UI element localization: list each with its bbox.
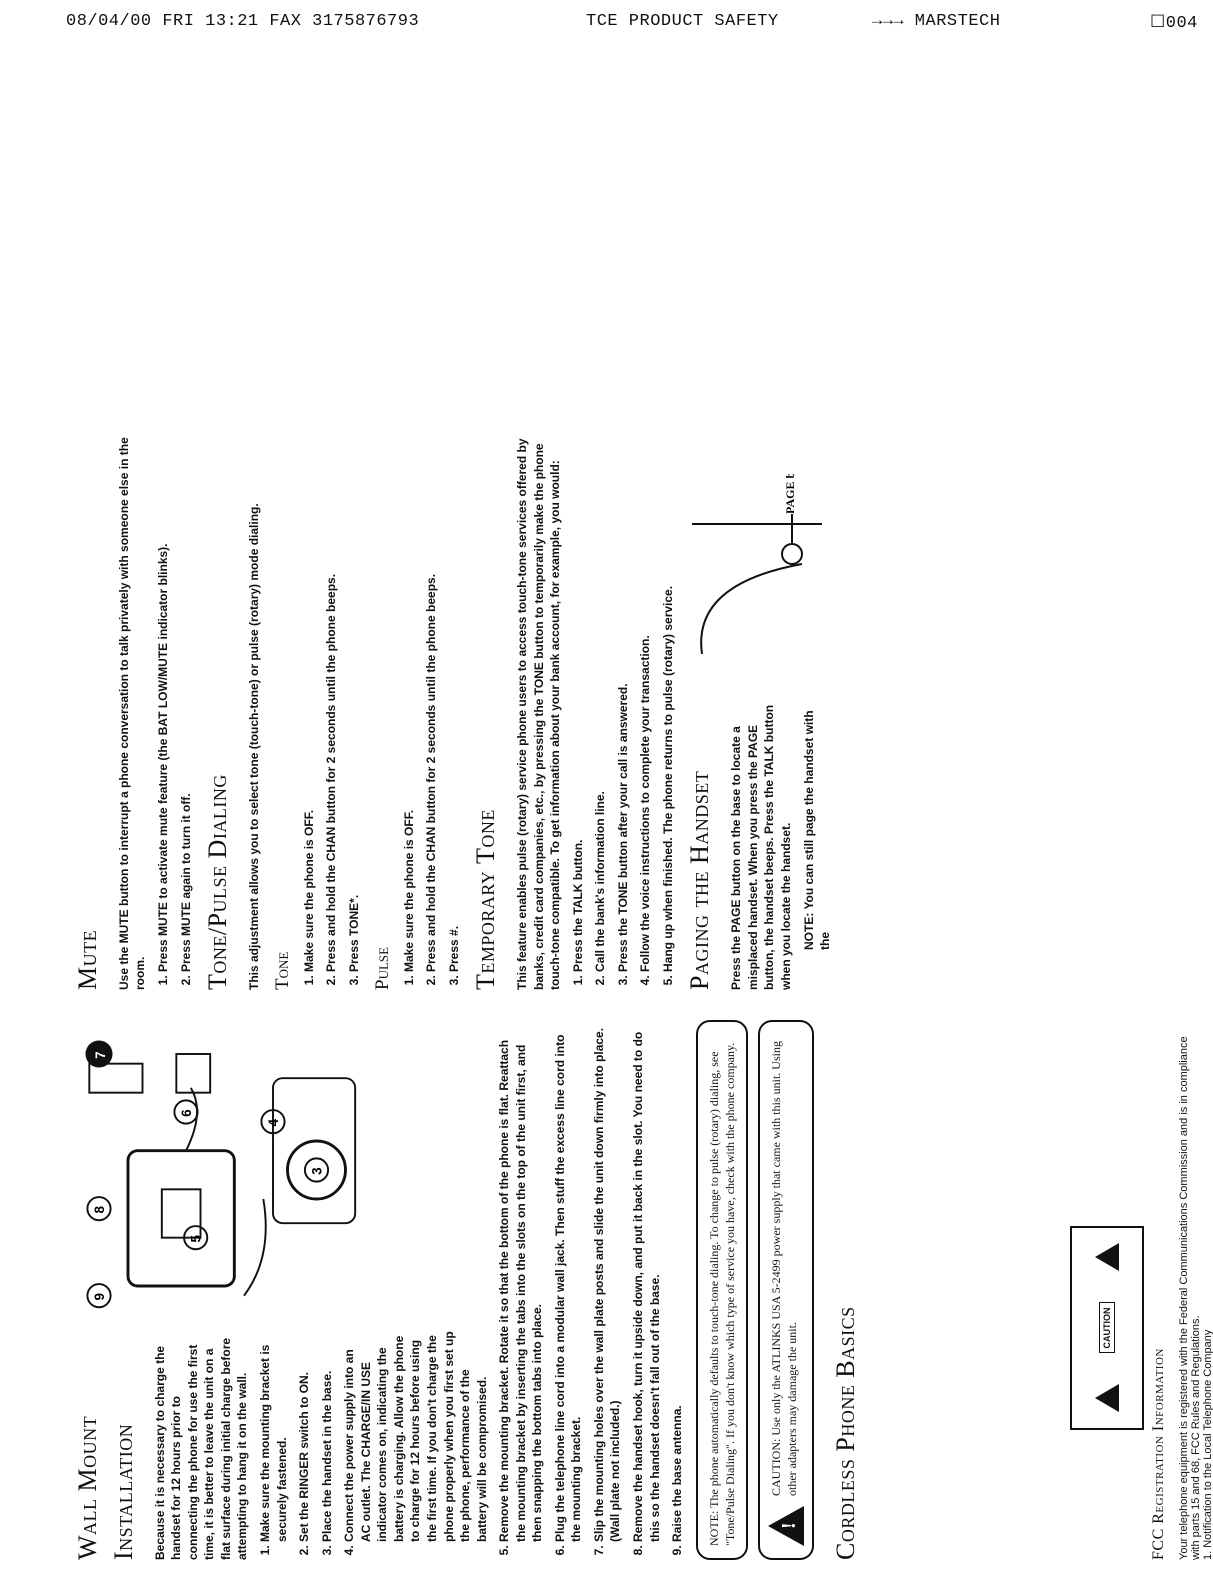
fax-page-number: ☐004 [1150,14,1198,33]
pulse-steps: Make sure the phone is OFF. Press and ho… [401,430,463,990]
page-button-illustration: PAGE button [692,474,823,655]
temporary-tone-steps: Press the TALK button. Call the bank's i… [570,430,677,990]
step-7: Slip the mounting holes over the wall pl… [591,1020,624,1542]
wall-mount-column: Wall Mount Installation Because it is ne… [70,1020,874,1560]
tone-steps: Make sure the phone is OFF. Press and ho… [301,430,363,990]
wall-mount-steps-b: Remove the mounting bracket. Rotate it s… [496,1020,685,1560]
mute-step-1: Press MUTE to activate mute feature (the… [155,430,172,972]
fax-destination: →→→ MARSTECH [872,12,1001,31]
features-column: Mute Use the MUTE button to interrupt a … [70,430,840,990]
callout-9: 9 [92,1293,107,1301]
fax-sender-line: 08/04/00 FRI 13:21 FAX 3175876793 [66,12,420,31]
mute-step-2: Press MUTE again to turn it off. [178,430,195,972]
rotated-manual-page: Wall Mount Installation Because it is ne… [70,360,1213,1560]
callout-5: 5 [189,1235,204,1243]
mute-steps: Press MUTE to activate mute feature (the… [155,430,194,990]
wall-mount-steps-a: Make sure the mounting bracket is secure… [257,1330,490,1560]
callout-7: 7 [93,1051,108,1059]
paging-intro: Press the PAGE button on the base to loc… [729,704,793,990]
temp-step-2: Call the bank's information line. [592,430,609,972]
temp-step-1: Press the TALK button. [570,430,587,972]
fcc-heading: FCC Registration Information [1150,1348,1167,1560]
tone-step-2: Press and hold the CHAN button for 2 sec… [323,430,340,972]
pulse-step-2: Press and hold the CHAN button for 2 sec… [423,430,440,972]
caution-label-image: CAUTION [1070,1226,1144,1430]
warning-triangle-icon: ! [767,1506,804,1546]
callout-4: 4 [266,1119,281,1127]
mute-heading: Mute [73,929,102,990]
step-5: Remove the mounting bracket. Rotate it s… [496,1020,546,1542]
tone-pulse-intro: This adjustment allows you to select ton… [246,503,261,990]
pulse-step-1: Make sure the phone is OFF. [401,430,418,972]
fax-recipient: TCE PRODUCT SAFETY [586,12,779,31]
step-9: Raise the base antenna. [669,1020,686,1542]
step-1: Make sure the mounting bracket is secure… [257,1330,290,1542]
power-supply-caution: ! CAUTION: Use only the ATLINKS USA 5-24… [757,1020,814,1560]
tone-step-1: Make sure the phone is OFF. [301,430,318,972]
step-6: Plug the telephone line cord into a modu… [552,1020,585,1542]
fax-header: 08/04/00 FRI 13:21 FAX 3175876793 TCE PR… [0,0,1213,48]
step-3: Place the handset in the base. [319,1330,336,1542]
caution-label-title: CAUTION [1099,1302,1115,1354]
label-warning-icon-right [1095,1243,1119,1272]
tone-default-note: NOTE: The phone automatically defaults t… [695,1020,748,1560]
temp-step-3: Press the TONE button after your call is… [615,430,632,972]
cordless-basics-heading: Cordless Phone Basics [830,1306,860,1560]
tone-subheading: Tone [272,951,294,990]
callout-3: 3 [309,1167,324,1175]
fcc-item-1: 1. Notification to the Local Telephone C… [1202,1329,1213,1560]
fcc-section: FCC Registration Information Your teleph… [1150,1020,1213,1560]
fcc-text: Your telephone equipment is registered w… [1178,1036,1202,1560]
paging-note: NOTE: You can still page the handset wit… [801,710,833,950]
temporary-tone-heading: Temporary Tone [471,809,501,990]
pulse-subheading: Pulse [372,946,394,990]
pulse-step-3: Press #. [446,430,463,972]
step-2: Set the RINGER switch to ON. [296,1330,313,1542]
step-4: Connect the power supply into an AC outl… [341,1330,490,1542]
temp-step-5: Hang up when finished. The phone returns… [660,430,677,972]
step-8: Remove the handset hook, turn it upside … [630,1020,663,1542]
caution-text: CAUTION: Use only the ATLINKS USA 5-2499… [768,1041,800,1496]
tone-step-3: Press TONE*. [346,430,363,972]
wall-mount-intro: Because it is necessary to charge the ha… [152,1337,250,1560]
temp-step-4: Follow the voice instructions to complet… [637,430,654,972]
paging-heading: Paging the Handset [685,770,715,990]
wall-mount-heading: Wall Mount Installation [73,1415,138,1560]
tone-pulse-heading: Tone/Pulse Dialing [203,774,233,990]
callout-8: 8 [92,1206,107,1214]
label-warning-icon-left [1095,1384,1119,1413]
temporary-tone-intro: This feature enables pulse (rotary) serv… [515,438,563,990]
wall-mount-illustration: 9 8 5 7 6 4 3 [85,1040,357,1309]
page-button-label: PAGE button [783,474,797,514]
callout-6: 6 [179,1109,194,1117]
mute-intro: Use the MUTE button to interrupt a phone… [116,437,148,990]
